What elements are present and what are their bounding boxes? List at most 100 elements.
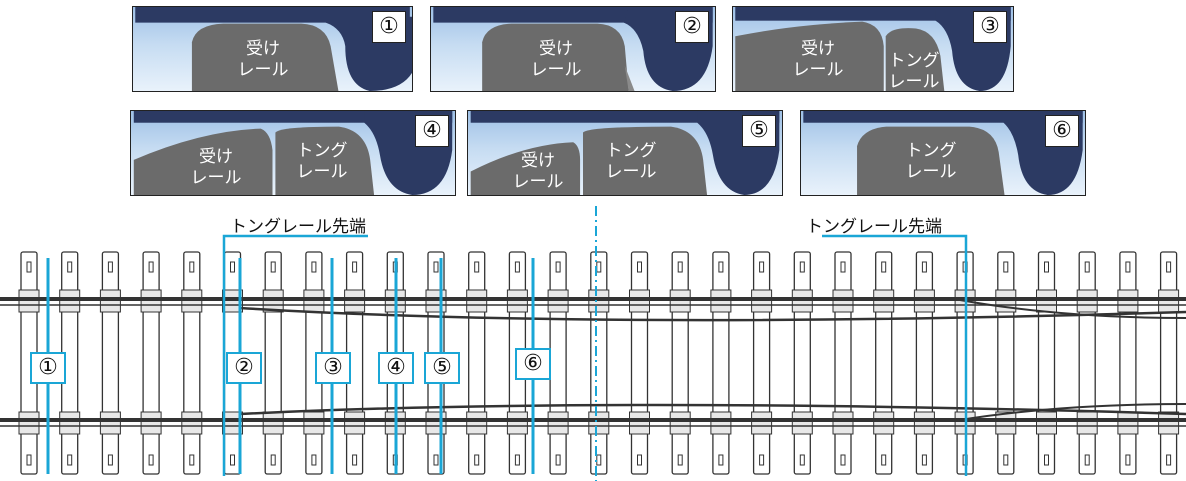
cross-section-panel-1: 受け レール ①: [132, 6, 413, 92]
sleeper-slot: [433, 454, 439, 466]
cross-section-panel-6: トング レール ⑥: [800, 110, 1086, 196]
sleeper: [549, 251, 567, 475]
tongue-rail: [959, 299, 1186, 319]
panel-number: ②: [675, 11, 709, 43]
sleeper: [915, 251, 934, 475]
tongue-rail-tip-label-left: トングレール先端: [230, 217, 366, 237]
rail-label: トング レール: [296, 141, 348, 182]
rail-chair: [303, 411, 325, 435]
rail-chair: [222, 411, 243, 435]
sleeper-slot: [514, 454, 520, 466]
rail-chair: [181, 411, 203, 435]
sleeper-slot: [107, 261, 113, 273]
rail-chair: [506, 411, 528, 435]
rail-chair: [18, 411, 40, 435]
sleeper: [1119, 251, 1137, 475]
sleeper-slot: [514, 261, 520, 273]
rail-chair: [1117, 411, 1139, 435]
rail-label: トング レール: [905, 141, 957, 182]
rail-chair: [1036, 411, 1057, 435]
sleeper-slot: [1084, 261, 1090, 273]
wheel-rail-profile-3: [735, 7, 1011, 91]
tongue-rail: [239, 403, 1186, 416]
tongue-rail-tip-bracket-right: [822, 234, 968, 476]
sleeper-slot: [799, 454, 805, 466]
sleeper-slot: [270, 261, 276, 273]
sleeper-slot: [759, 261, 765, 273]
rail-chair: [140, 411, 162, 435]
sleeper-slot: [921, 454, 927, 466]
sleeper-slot: [1125, 261, 1131, 273]
sleeper: [630, 251, 649, 475]
sleeper-slot: [230, 261, 235, 273]
sleeper: [834, 251, 852, 475]
sleeper-slot: [433, 261, 439, 273]
tongue-rail: [959, 403, 1186, 421]
rail-label: 受け レール: [237, 39, 289, 80]
sleeper: [142, 251, 160, 475]
rail-label: トング レール: [888, 51, 940, 92]
rail-label: 受け レール: [530, 39, 582, 80]
rail-chair: [751, 411, 773, 435]
cross-section-panel-4: 受け レール トング レール ④: [130, 110, 456, 196]
sleeper: [1078, 251, 1096, 475]
sleeper-slot: [555, 454, 561, 466]
sleeper: [264, 251, 282, 475]
sleeper-slot: [596, 454, 602, 466]
section-marker-2: ②: [226, 352, 262, 384]
sleeper: [1037, 251, 1056, 475]
sleeper-slot: [230, 454, 235, 466]
section-marker-6: ⑥: [515, 348, 551, 380]
sleeper: [671, 251, 689, 475]
wheel-rail-profile-1: [135, 7, 412, 91]
sleeper-slot: [352, 261, 358, 273]
panel-number: ⑤: [742, 115, 776, 147]
sleeper-slot: [1044, 261, 1049, 273]
wheel-rail-profile-2: [433, 7, 713, 91]
panel-number: ③: [973, 11, 1007, 43]
panel-number: ④: [415, 115, 449, 147]
sleeper-slot: [840, 454, 846, 466]
sleeper-slot: [1166, 454, 1172, 466]
section-marker-5: ⑤: [424, 352, 460, 384]
sleeper-slot: [637, 454, 642, 466]
sleeper-slot: [189, 454, 195, 466]
sleeper: [712, 251, 730, 475]
rail-chair: [710, 411, 732, 435]
sleeper-slot: [107, 454, 113, 466]
sleeper-slot: [677, 454, 683, 466]
rail-chair: [669, 411, 691, 435]
cross-section-panel-2: 受け レール ②: [430, 6, 716, 92]
rail-chair: [466, 411, 488, 435]
rail-chair: [588, 411, 610, 435]
sleeper-slot: [1125, 454, 1131, 466]
sleeper-slot: [1084, 454, 1090, 466]
rail-chair: [59, 411, 81, 435]
rail-chair: [629, 411, 650, 435]
wheel-rail-profile-6: [803, 111, 1083, 195]
rail-label: 受け レール: [512, 151, 564, 192]
rail-chair: [1076, 411, 1098, 435]
sleeper-slot: [26, 454, 32, 466]
tongue-rail-tip-bracket-left: [222, 234, 368, 476]
sleeper-slot: [1044, 454, 1049, 466]
sleeper-slot: [596, 261, 602, 273]
sleeper-slot: [555, 261, 561, 273]
sleeper-slot: [67, 454, 73, 466]
sleeper-slot: [352, 454, 358, 466]
sleeper: [793, 251, 811, 475]
rail-chair: [547, 411, 569, 435]
tongue-rail-tip-label-right: トングレール先端: [806, 217, 942, 237]
sleeper-slot: [881, 454, 887, 466]
sleeper-slot: [921, 261, 927, 273]
sleeper-slot: [148, 261, 154, 273]
rail-chair: [832, 411, 854, 435]
sleeper: [101, 251, 120, 475]
sleeper: [468, 251, 486, 475]
sleeper: [875, 251, 893, 475]
section-marker-1: ①: [30, 352, 66, 384]
sleeper-slot: [637, 261, 642, 273]
rail-label: 受け レール: [190, 147, 242, 188]
sleeper-slot: [311, 454, 317, 466]
